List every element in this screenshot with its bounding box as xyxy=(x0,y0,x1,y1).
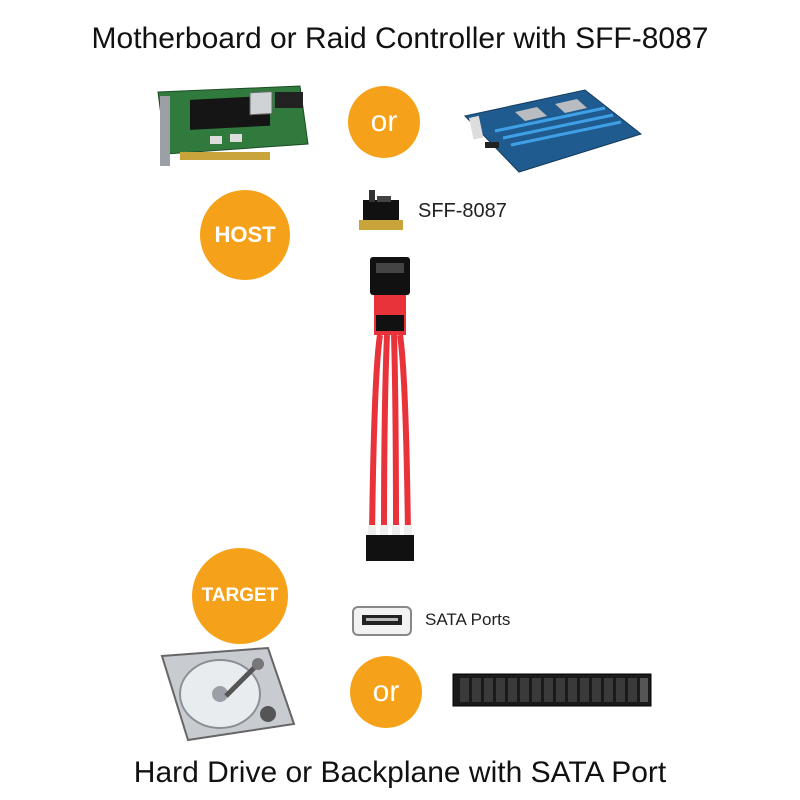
target-badge: TARGET xyxy=(192,548,288,644)
motherboard-image xyxy=(455,86,645,176)
sff-8087-connector-icon xyxy=(355,186,407,236)
host-badge: HOST xyxy=(200,190,290,280)
cable-image xyxy=(350,255,430,585)
sff-label: SFF-8087 xyxy=(418,200,507,222)
or-badge-bottom: or xyxy=(350,656,422,728)
or-badge-top: or xyxy=(348,86,420,158)
sata-port-icon xyxy=(352,606,412,636)
top-title: Motherboard or Raid Controller with SFF-… xyxy=(91,22,709,55)
hard-drive-image xyxy=(158,644,298,744)
bottom-title: Hard Drive or Backplane with SATA Port xyxy=(133,756,667,789)
sata-label: SATA Ports xyxy=(425,610,511,629)
raid-card-image xyxy=(150,82,310,182)
backplane-image xyxy=(452,672,652,708)
